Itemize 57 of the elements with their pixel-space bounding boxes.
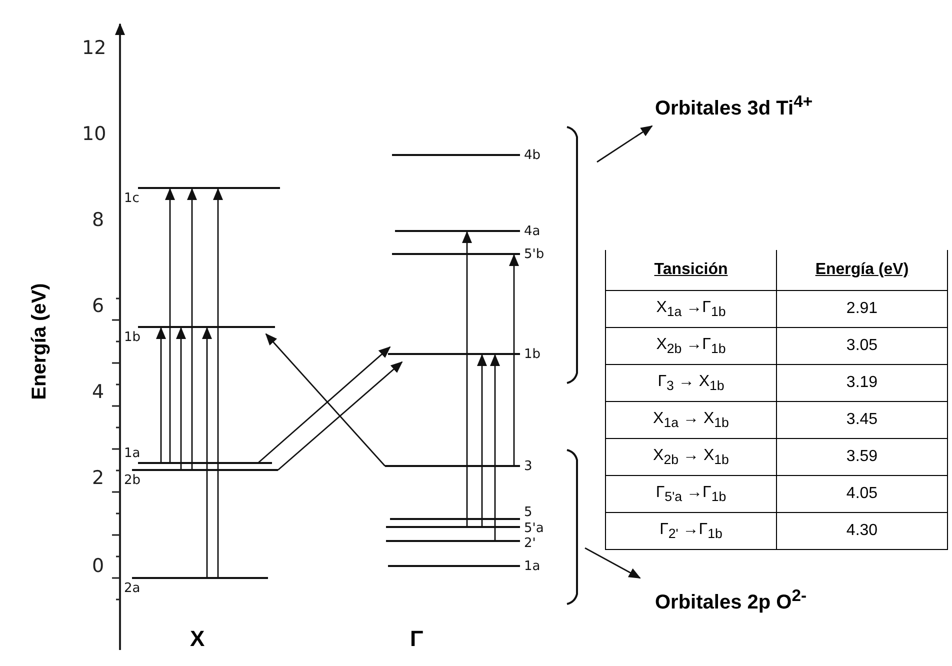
table-cell: 4.30: [776, 512, 948, 550]
tick-label: 0: [92, 556, 104, 576]
column-label: X: [190, 626, 205, 652]
level-label: 2a: [124, 581, 140, 596]
table-cell: 3.05: [776, 328, 948, 364]
arrow: [265, 333, 386, 466]
table-cell: Γ$_{2'}$ →Γ$_{1b}$: [606, 512, 776, 550]
table-cell: 4.05: [776, 476, 948, 512]
tick-label: 4: [92, 382, 104, 402]
arrow: [187, 188, 197, 470]
level-label: 1c: [124, 191, 140, 206]
callout-text: Orbitales 3d Ti$^{4+}$: [655, 92, 813, 121]
table-cell: 3.19: [776, 364, 948, 402]
arrow: [477, 354, 487, 527]
arrow: [596, 125, 653, 163]
tick-label: 12: [82, 38, 106, 58]
tick-label: 6: [92, 296, 104, 316]
axis-title: Energía (eV): [28, 282, 52, 402]
table-cell: X$_{2b}$ → X$_{1b}$: [606, 438, 776, 476]
level-label: 5: [524, 505, 532, 520]
level-label: 4a: [524, 224, 540, 239]
tick-label: 2: [92, 468, 104, 488]
column-header: Tansición: [606, 250, 776, 290]
level-label: 5'a: [524, 521, 544, 536]
table-cell: X$_{2b}$ →Γ$_{1b}$: [606, 328, 776, 364]
level-label: 1a: [524, 559, 540, 574]
table-cell: X$_{1a}$ → X$_{1b}$: [606, 402, 776, 438]
arrow: [509, 254, 519, 466]
arrow: [202, 327, 212, 578]
table-cell: 3.59: [776, 438, 948, 476]
level-label: 2': [524, 536, 536, 551]
level-label: 4b: [524, 148, 541, 163]
table-cell: 3.45: [776, 402, 948, 438]
table-cell: Γ$_{5'a}$ →Γ$_{1b}$: [606, 476, 776, 512]
table-cell: 2.91: [776, 290, 948, 328]
arrow: [462, 231, 472, 527]
arrow: [584, 547, 641, 579]
column-label: Γ: [410, 626, 424, 652]
arrow: [176, 327, 186, 470]
arrow: [258, 346, 391, 464]
column-header: Energía (eV): [776, 250, 948, 290]
callout-text: Orbitales 2p O$^{2-}$: [655, 586, 807, 615]
level-label: 1b: [524, 347, 541, 362]
arrow: [278, 361, 403, 471]
table-cell: Γ$_{3}$ → X$_{1b}$: [606, 364, 776, 402]
arrow: [156, 327, 166, 463]
level-label: 2b: [124, 473, 141, 488]
level-label: 5'b: [524, 247, 544, 262]
tick-label: 10: [82, 124, 106, 144]
level-label: 1b: [124, 330, 141, 345]
arrow: [213, 188, 223, 578]
level-label: 3: [524, 459, 532, 474]
level-label: 1a: [124, 446, 140, 461]
arrow: [490, 354, 500, 541]
arrow: [165, 188, 175, 463]
table-cell: X$_{1a}$ →Γ$_{1b}$: [606, 290, 776, 328]
tick-label: 8: [92, 210, 104, 230]
